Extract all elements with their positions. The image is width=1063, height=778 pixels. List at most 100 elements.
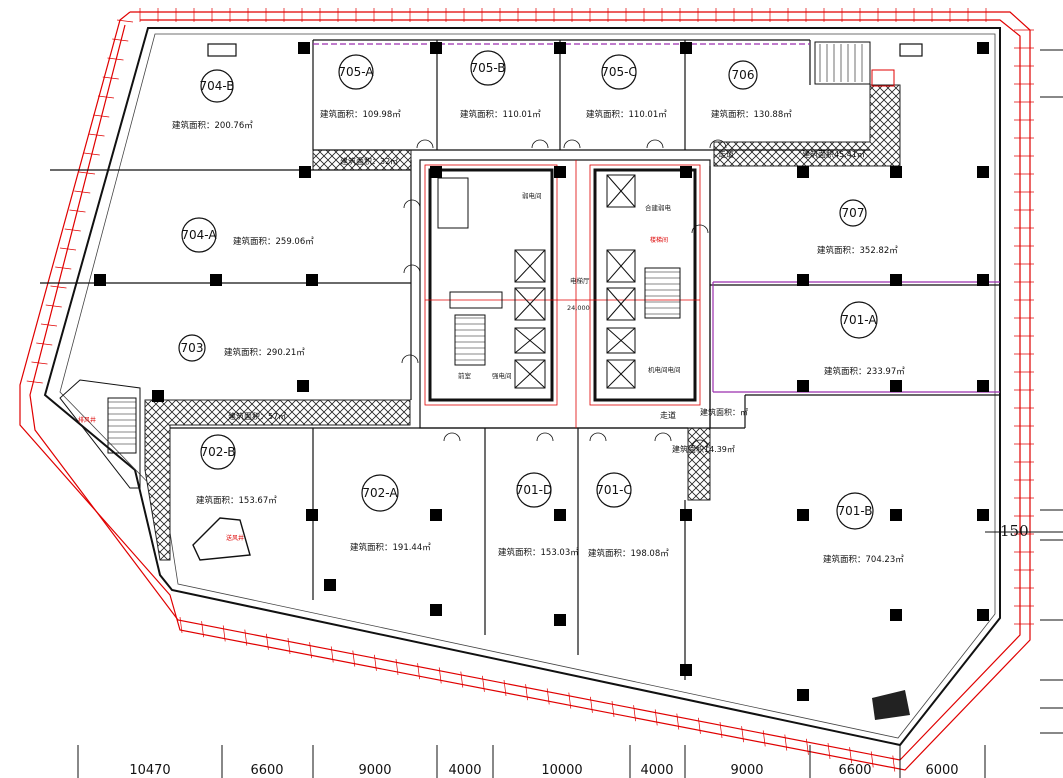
column (430, 509, 442, 521)
unit-area-label: 建筑面积：200.76㎡ (172, 120, 253, 131)
column (554, 166, 566, 178)
unit-area-label: 建筑面积：109.98㎡ (320, 109, 401, 120)
bottom-dimension-value: 4000 (640, 763, 673, 778)
unit-circle (836, 492, 874, 530)
column (430, 604, 442, 616)
column (977, 609, 989, 621)
column (977, 509, 989, 521)
column (680, 166, 692, 178)
stair-sw (59, 379, 141, 489)
unit-labels: 704-B 建筑面积：200.76㎡ 705-A 建筑面积：109.98㎡ 705-B 建… (172, 50, 905, 565)
column (210, 274, 222, 286)
unit-705-b: 705-B 建筑面积：110.01㎡ (460, 50, 541, 120)
right-marker-value: 150 (1000, 522, 1029, 540)
stair-sw-lines (108, 401, 136, 445)
bottom-dimension-value: 4000 (448, 763, 481, 778)
core-room-b: 强电间 (492, 371, 512, 380)
smoke-shaft-label: 送风井 (226, 534, 244, 542)
unit-area-label: 建筑面积：130.88㎡ (711, 109, 792, 120)
unit-id-label: 705-B (470, 61, 505, 75)
column (152, 390, 164, 402)
column (977, 42, 989, 54)
core-stair-lines (455, 271, 680, 361)
bottom-dimension-value: 6600 (838, 763, 871, 778)
column (977, 274, 989, 286)
column (298, 42, 310, 54)
unit-id-label: 701-A (841, 313, 877, 327)
corridor-south-east (687, 427, 711, 501)
column (977, 166, 989, 178)
unit-circle (596, 472, 632, 508)
column (324, 579, 336, 591)
unit-circle (181, 217, 217, 253)
column (680, 42, 692, 54)
core-room-c: 合建弱电 (645, 203, 672, 212)
core-room-a: 弱电间 (522, 191, 542, 200)
unit-id-label: 702-A (362, 486, 398, 500)
unit-id-label: 705-A (338, 65, 374, 79)
unit-circle (200, 434, 236, 470)
unit-area-label: 建筑面积：153.03㎡ (498, 547, 579, 558)
column (297, 380, 309, 392)
column (306, 274, 318, 286)
unit-area-label: 建筑面积：704.23㎡ (823, 554, 904, 565)
column (890, 274, 902, 286)
unit-701-d: 701-D 建筑面积：153.03㎡ (498, 472, 579, 558)
corridor-nw-label: 建筑面积：32㎡ (340, 156, 398, 166)
corridor-ne-walk-label: 走道 (718, 149, 734, 159)
core-room-d: 前室 (458, 371, 472, 380)
unit-705-a: 705-A 建筑面积：109.98㎡ (320, 54, 401, 120)
corridor-se-area2-label: 建筑面积14.39㎡ (672, 444, 735, 454)
unit-id-label: 701-C (596, 483, 632, 497)
column (977, 380, 989, 392)
column (680, 664, 692, 676)
column (554, 614, 566, 626)
unit-area-label: 建筑面积：352.82㎡ (817, 245, 898, 256)
door-swings (401, 139, 727, 449)
core-room-e: 机电间电间 (648, 365, 681, 374)
unit-704-b: 704-B 建筑面积：200.76㎡ (172, 69, 253, 131)
column (890, 380, 902, 392)
unit-id-label: 704-B (199, 79, 234, 93)
unit-circle (601, 54, 637, 90)
unit-id-label: 702-B (200, 445, 235, 459)
column (299, 166, 311, 178)
corridor-ne-area-label: 建筑面积45.41㎡ (802, 149, 865, 159)
unit-circle (728, 60, 758, 90)
unit-id-label: 703 (181, 341, 204, 355)
column (797, 166, 809, 178)
unit-circle (338, 54, 374, 90)
column (797, 689, 809, 701)
unit-area-label: 建筑面积：153.67㎡ (196, 495, 277, 506)
unit-circle (361, 474, 399, 512)
column (430, 166, 442, 178)
unit-area-label: 建筑面积：110.01㎡ (460, 109, 541, 120)
unit-circle (840, 301, 878, 339)
bottom-dimension-line (77, 745, 986, 778)
unit-id-label: 701-D (516, 483, 552, 497)
column (306, 509, 318, 521)
corridor-se-walk-label: 走道 (660, 410, 676, 420)
column (890, 609, 902, 621)
fixture-top-left (207, 43, 237, 57)
bottom-dimension-value: 6000 (925, 763, 958, 778)
column (554, 42, 566, 54)
unit-area-label: 建筑面积：110.01㎡ (586, 109, 667, 120)
building-outline (43, 27, 1001, 747)
column (430, 42, 442, 54)
column (554, 509, 566, 521)
column (890, 166, 902, 178)
unit-circle (516, 472, 552, 508)
columns (94, 42, 989, 701)
unit-702-b: 702-B 建筑面积：153.67㎡ (196, 434, 277, 506)
unit-circle (470, 50, 506, 86)
exhaust-shaft-label: 排风井 (78, 416, 96, 424)
